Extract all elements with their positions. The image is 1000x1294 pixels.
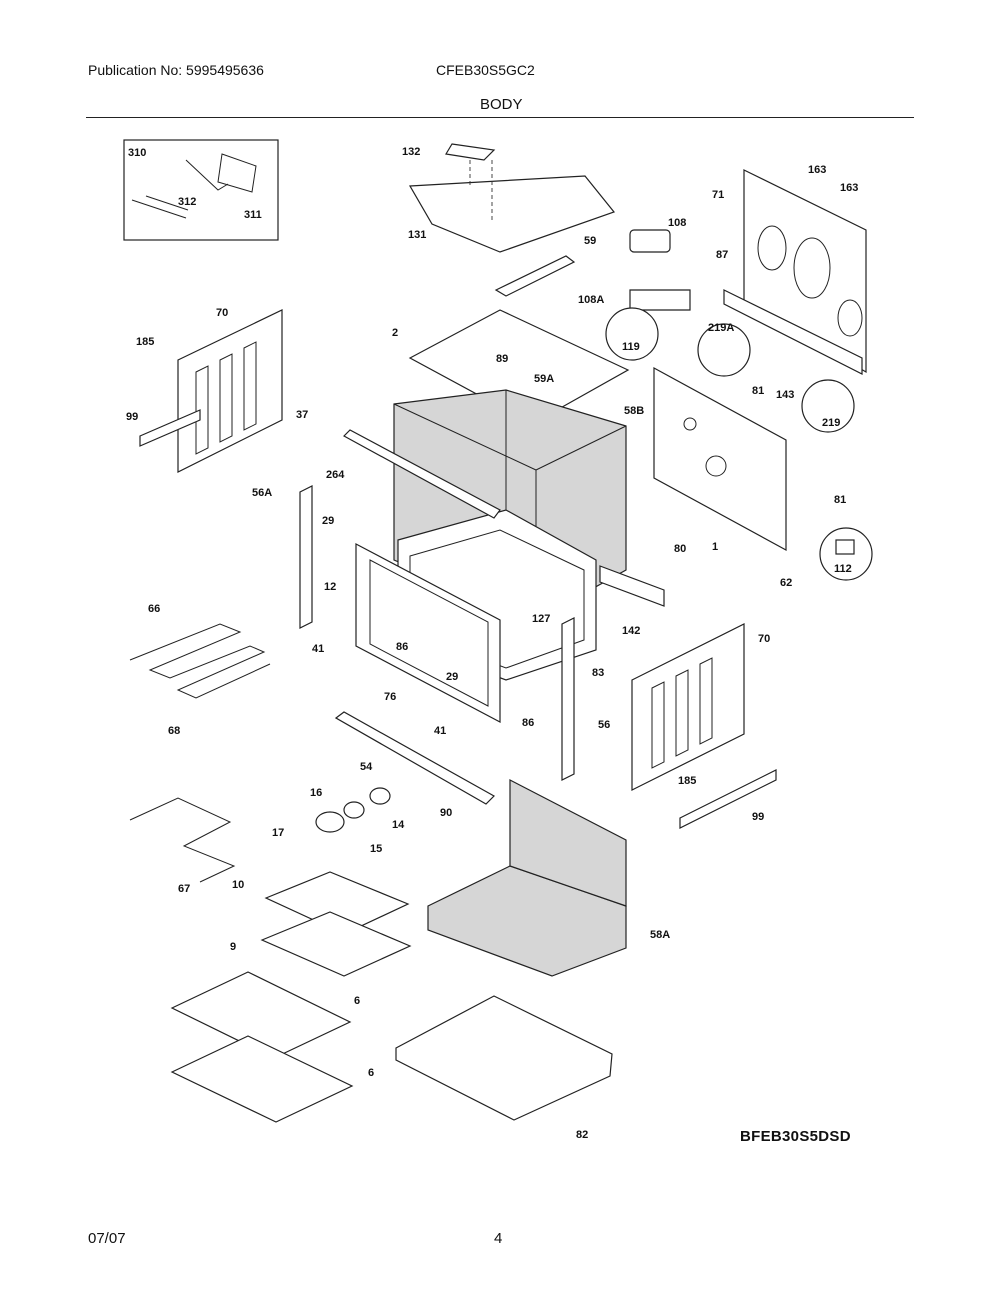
section-title: BODY [480,96,523,113]
callout-219: 219 [822,417,840,429]
callout-62: 62 [780,577,792,589]
callout-90: 90 [440,807,452,819]
callout-71: 71 [712,189,724,201]
callout-68: 68 [168,725,180,737]
callout-14: 14 [392,819,405,831]
part-side-panel-left [139,309,283,473]
callout-2: 2 [392,327,398,339]
callout-86-b: 86 [522,717,534,729]
callout-circle-119 [605,307,659,361]
callout-87: 87 [716,249,728,261]
callout-37: 37 [296,409,308,421]
callout-58B: 58B [624,405,644,417]
model-number: CFEB30S5GC2 [436,62,535,78]
callout-264: 264 [326,469,345,481]
callout-99-b: 99 [752,811,764,823]
part-108 [629,229,691,311]
callout-41-a: 41 [312,643,324,655]
part-rail-56A [299,485,313,629]
part-light-assembly [315,787,391,833]
callout-29-a: 29 [322,515,334,527]
callout-54: 54 [360,761,373,773]
callout-1: 1 [712,541,718,553]
callout-9: 9 [230,941,236,953]
part-trim-90 [334,711,495,805]
callout-12: 12 [324,581,336,593]
callout-83: 83 [592,667,604,679]
part-bake-element-66 [129,623,271,699]
part-bracket-142 [599,565,665,607]
callout-29-b: 29 [446,671,458,683]
inset-310 [123,139,279,241]
callout-56A: 56A [252,487,272,499]
callout-119: 119 [622,341,640,353]
callout-312: 312 [178,196,196,208]
callout-80: 80 [674,543,686,555]
part-top-cover [408,143,616,253]
callout-142: 142 [622,625,640,637]
callout-81-a: 81 [752,385,764,397]
callout-311: 311 [244,209,262,221]
callout-59: 59 [584,235,596,247]
part-broil-pan [260,871,412,977]
callout-76: 76 [384,691,396,703]
callout-56: 56 [598,719,610,731]
publication-number: Publication No: 5995495636 [88,62,264,78]
part-oven-rack-lower [170,1035,354,1123]
callout-127: 127 [532,613,550,625]
callout-185-a: 185 [136,336,154,348]
callout-70-a: 70 [216,307,228,319]
callout-131: 131 [408,229,426,241]
callout-41-b: 41 [434,725,446,737]
part-rail-56 [561,617,575,781]
diagram-code: BFEB30S5DSD [740,1128,851,1145]
callout-82: 82 [576,1129,588,1141]
callout-81-b: 81 [834,494,846,506]
callout-86-a: 86 [396,641,408,653]
callout-310: 310 [128,147,146,159]
callout-66: 66 [148,603,160,615]
callout-143: 143 [776,389,794,401]
callout-108: 108 [668,217,686,229]
footer-date: 07/07 [88,1230,126,1247]
callout-circle-112 [819,527,873,581]
callout-10: 10 [232,879,244,891]
part-tube-59 [494,255,576,297]
callout-99-a: 99 [126,411,138,423]
part-insulation-58A [427,779,627,977]
callout-15: 15 [370,843,382,855]
header-divider [86,117,914,118]
callout-59A: 59A [534,373,554,385]
callout-163-b: 163 [840,182,858,194]
callout-16: 16 [310,787,322,799]
part-rear-panel [723,169,867,375]
callout-112: 112 [834,563,852,575]
callout-58A: 58A [650,929,670,941]
part-vent-264 [343,429,501,519]
part-rear-frame [653,366,787,552]
callout-67: 67 [178,883,190,895]
callout-6-b: 6 [368,1067,374,1079]
callout-108A: 108A [578,294,604,306]
callout-circle-219 [801,379,855,433]
callout-185-b: 185 [678,775,696,787]
part-side-panel-right [631,623,777,829]
page-number: 4 [494,1230,503,1247]
callout-132: 132 [402,146,420,158]
callout-89: 89 [496,353,508,365]
part-door-frame [355,543,501,723]
part-broil-element-67 [129,797,236,883]
callout-163-a: 163 [808,164,826,176]
callout-circle-219A [697,323,751,377]
callout-6-a: 6 [354,995,360,1007]
callout-labels: 310 312 311 132 131 163 163 71 108 59 87… [126,146,858,1141]
callout-17: 17 [272,827,284,839]
callout-219A: 219A [708,322,734,334]
part-bottom-tray-82 [395,995,613,1121]
callout-70-b: 70 [758,633,770,645]
